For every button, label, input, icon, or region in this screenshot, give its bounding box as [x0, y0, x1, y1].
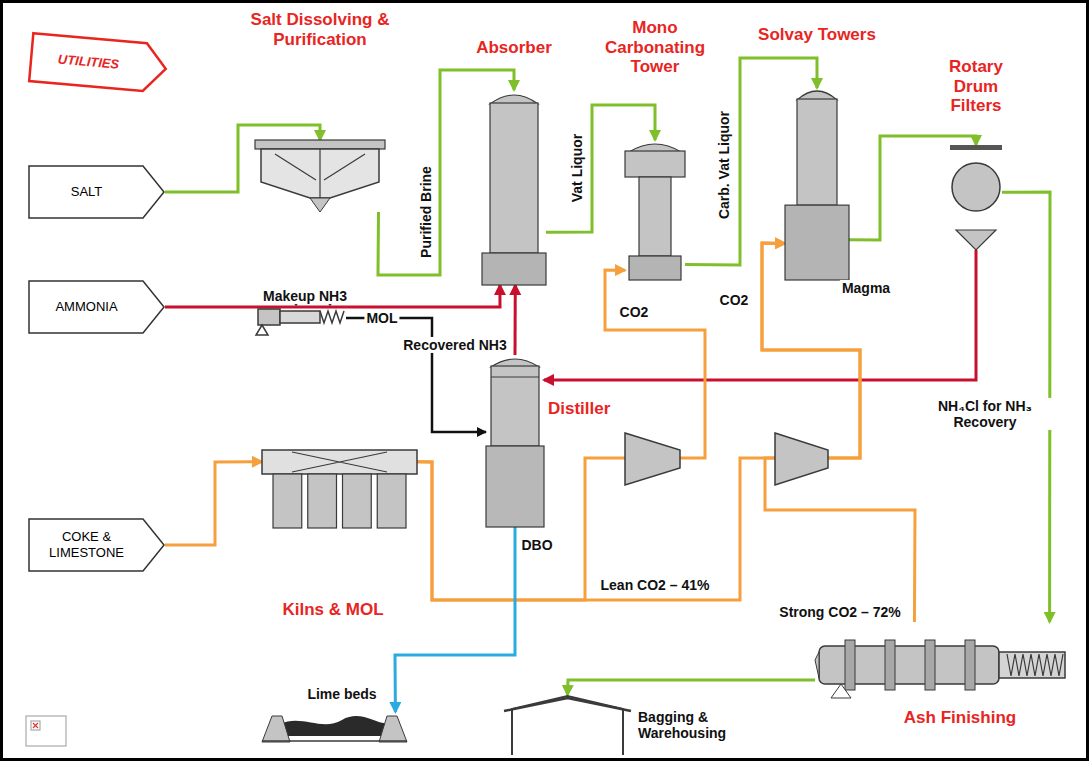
carbonating-tower: Mono Carbonating Tower: [625, 140, 685, 280]
stream-label: Makeup NH3: [261, 288, 349, 304]
unit-label: Bagging & Warehousing: [638, 709, 738, 741]
flow-line: [762, 243, 915, 622]
unit-label: Mono Carbonating Tower: [595, 18, 715, 77]
unit-label: Rotary Drum Filters: [936, 57, 1016, 116]
stream-label: Strong CO2 – 72%: [777, 604, 902, 620]
absorber-column-shape: [482, 90, 546, 285]
unit-label: Kilns & MOL: [268, 600, 398, 620]
unit-label: Distiller: [548, 399, 638, 419]
flow-line: [417, 270, 705, 600]
solvay-tower-shape: [785, 88, 849, 280]
broken-image-icon: [26, 716, 66, 746]
warehouse: Bagging & Warehousing: [510, 695, 625, 755]
ash-finishing-shape: [815, 622, 1070, 702]
stream-label: CO2: [718, 292, 751, 308]
input-label: SALT: [71, 184, 103, 200]
absorber-column: Absorber: [482, 90, 546, 285]
stream-label: Lean CO2 – 41%: [599, 577, 712, 593]
distiller-column-shape: [486, 355, 544, 527]
compressor: [625, 433, 680, 485]
mol-line: [346, 318, 486, 432]
unit-label: Ash Finishing: [890, 708, 1030, 728]
flow-line: [568, 680, 816, 695]
lime-beds: Lime beds: [262, 712, 407, 742]
dissolving-tank-shape: [255, 140, 385, 212]
unit-label: Solvay Towers: [755, 25, 879, 45]
compressor: [775, 433, 828, 485]
unit-label: Salt Dissolving & Purification: [245, 10, 395, 49]
carbonating-tower-shape: [625, 140, 685, 280]
stream-label: DBO: [519, 537, 554, 553]
stream-label: NH₄Cl for NH₃ Recovery: [918, 398, 1052, 430]
unit-label: Lime beds: [292, 686, 392, 702]
input-tag: AMMONIA: [28, 280, 165, 334]
rotary-drum-filter: Rotary Drum Filters: [950, 145, 1002, 250]
stream-label: CO2: [618, 304, 651, 320]
distiller-column: Distiller: [486, 355, 544, 527]
stream-label: MOL: [364, 310, 399, 326]
input-label: COKE & LIMESTONE: [34, 529, 139, 560]
stream-label: Magma: [840, 280, 892, 296]
flow-line: [417, 243, 860, 600]
input-label: UTILITIES: [57, 52, 120, 73]
input-label: AMMONIA: [55, 299, 117, 315]
utilities-tag: UTILITIES: [28, 32, 169, 94]
lime-kilns-shape: [262, 450, 417, 528]
flow-line: [395, 527, 515, 712]
dissolving-tank: Salt Dissolving & Purification: [255, 140, 385, 212]
flow-line: [165, 285, 500, 307]
rotary-drum-filter-shape: [950, 145, 1002, 250]
stream-label: Vat Liquor: [569, 132, 585, 204]
flow-line: [514, 285, 517, 355]
input-tag: COKE & LIMESTONE: [28, 518, 165, 572]
lime-beds-shape: [262, 712, 407, 742]
solvay-tower: Solvay Towers: [785, 88, 849, 280]
warehouse-shape: [510, 695, 625, 755]
ash-finishing: Ash Finishing: [815, 622, 1070, 702]
stream-label: Recovered NH3: [401, 337, 509, 353]
flow-line: [165, 462, 262, 545]
lime-kilns: Kilns & MOL: [262, 450, 417, 528]
stream-label: Carb. Vat Liquor: [716, 109, 732, 221]
input-tag: SALT: [28, 165, 165, 219]
unit-label: Absorber: [444, 38, 584, 58]
stream-label: Purified Brine: [418, 164, 434, 260]
